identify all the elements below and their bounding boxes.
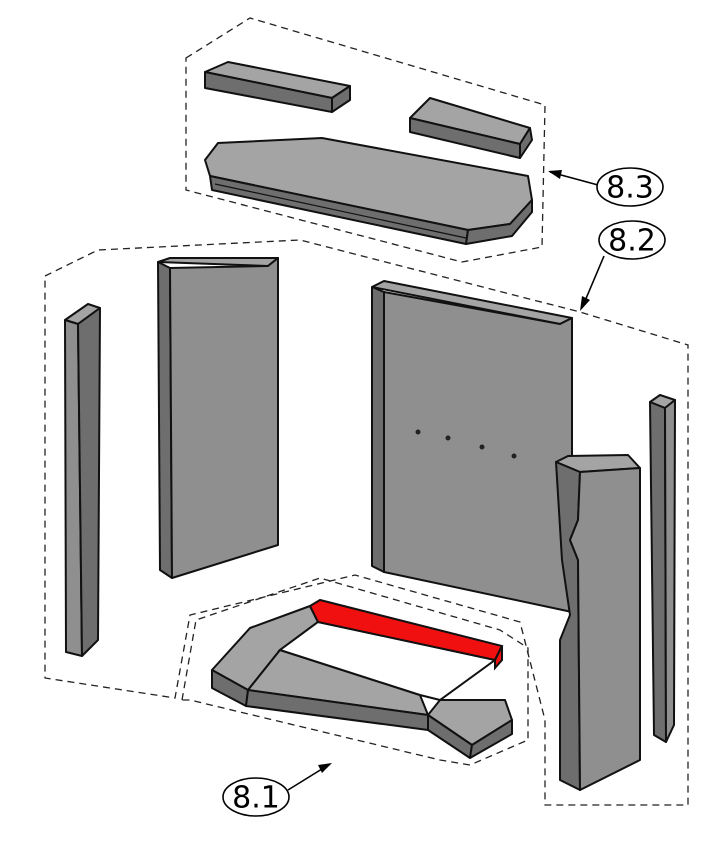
floor-assembly: [211, 598, 513, 759]
group-outline-8-1: [181, 577, 529, 766]
callout-8-2: 8.2: [580, 220, 666, 311]
mount-hole: [511, 453, 517, 459]
callout-8-3: 8.3: [548, 167, 664, 207]
mount-hole: [415, 429, 421, 435]
back-panel: [371, 280, 573, 613]
callout-label-8-3: 8.3: [606, 171, 654, 206]
top-left-tile: [204, 61, 351, 113]
group-outline-8-3: [185, 17, 546, 263]
mount-hole: [479, 444, 485, 450]
right-front-panel: [555, 454, 641, 791]
group-outline-8-2: [44, 239, 689, 806]
callout-label-8-1: 8.1: [232, 781, 280, 816]
right-narrow-brick: [649, 394, 676, 743]
callout-label-8-2: 8.2: [608, 224, 656, 259]
callout-8-1: 8.1: [222, 763, 332, 817]
left-side-panel: [157, 257, 279, 579]
top-right-tile: [409, 97, 533, 159]
baffle-plate: [204, 137, 533, 245]
mount-hole: [445, 435, 451, 441]
left-narrow-brick: [64, 303, 101, 657]
